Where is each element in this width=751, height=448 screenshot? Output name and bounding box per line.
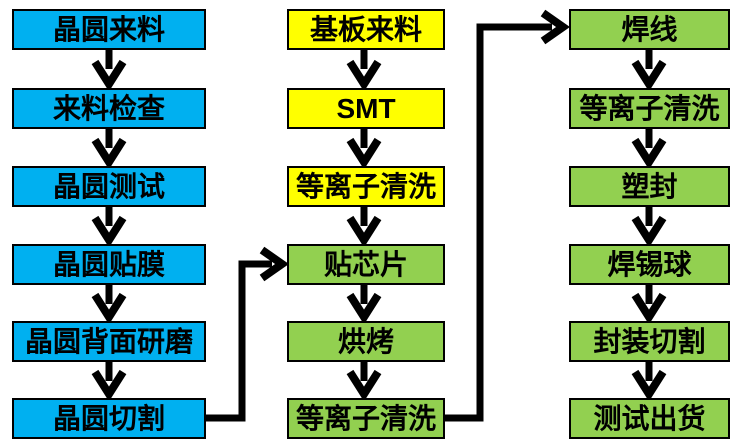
step-label: 晶圆贴膜 — [52, 248, 165, 280]
flow-arrow-down — [91, 206, 127, 248]
step-plasma-cleaning-1: 等离子清洗 — [287, 166, 445, 207]
flow-arrow-down — [631, 49, 667, 92]
step-label: 晶圆切割 — [52, 402, 165, 434]
step-wafer-dicing: 晶圆切割 — [12, 398, 206, 439]
step-label: 塑封 — [621, 170, 678, 202]
step-label: 基板来料 — [309, 13, 422, 45]
flow-arrow-down — [346, 128, 382, 170]
step-incoming-inspection: 来料检查 — [12, 88, 206, 129]
step-baking: 烘烤 — [287, 321, 445, 362]
flow-arrow-down — [346, 361, 382, 402]
step-substrate-incoming: 基板来料 — [287, 9, 445, 50]
step-wafer-taping: 晶圆贴膜 — [12, 244, 206, 285]
flow-arrow-down — [631, 128, 667, 170]
step-die-attach: 贴芯片 — [287, 244, 445, 285]
step-plasma-cleaning-3: 等离子清洗 — [569, 88, 730, 129]
flow-arrow-down — [91, 49, 127, 92]
step-solder-ball: 焊锡球 — [569, 244, 730, 285]
flow-arrow-down — [346, 206, 382, 248]
step-label: 焊线 — [621, 13, 678, 45]
step-package-sawing: 封装切割 — [569, 321, 730, 362]
flow-arrow-down — [346, 49, 382, 92]
step-label: 贴芯片 — [323, 248, 408, 280]
flow-arrow-down — [631, 284, 667, 325]
step-label: 晶圆测试 — [52, 170, 165, 202]
step-wafer-test: 晶圆测试 — [12, 166, 206, 207]
step-smt: SMT — [287, 88, 445, 129]
flow-arrow-down — [631, 206, 667, 248]
step-label: 来料检查 — [52, 92, 165, 124]
connector-plasma-cleaning-to-wire-bonding — [445, 9, 570, 422]
flow-arrow-down — [91, 284, 127, 325]
flow-arrow-down — [346, 284, 382, 325]
connector-wafer-dicing-to-die-attach — [206, 246, 289, 422]
step-label: 焊锡球 — [607, 248, 692, 280]
step-label: 测试出货 — [593, 402, 706, 434]
step-label: 等离子清洗 — [579, 92, 720, 124]
step-molding: 塑封 — [569, 166, 730, 207]
step-label: 烘烤 — [337, 325, 394, 357]
step-label: 等离子清洗 — [295, 170, 436, 202]
step-wafer-back-grinding: 晶圆背面研磨 — [12, 321, 206, 362]
step-label: SMT — [336, 92, 396, 124]
step-label: 等离子清洗 — [295, 402, 436, 434]
flow-arrow-down — [631, 361, 667, 402]
step-label: 封装切割 — [593, 325, 706, 357]
flow-arrow-down — [91, 361, 127, 402]
step-wafer-incoming: 晶圆来料 — [12, 9, 206, 50]
flow-arrow-down — [91, 128, 127, 170]
step-label: 晶圆来料 — [52, 13, 165, 45]
step-label: 晶圆背面研磨 — [24, 325, 193, 357]
step-test-shipping: 测试出货 — [569, 398, 730, 439]
step-plasma-cleaning-2: 等离子清洗 — [287, 398, 445, 439]
step-wire-bonding: 焊线 — [569, 9, 730, 50]
